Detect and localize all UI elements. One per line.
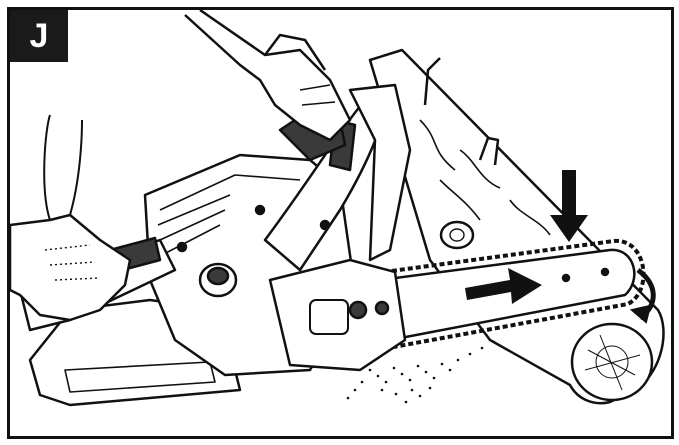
- down-arrow-icon: [550, 170, 588, 242]
- gloved-hand-icon: [10, 10, 352, 322]
- chainsaw-cutting-illustration: [10, 10, 665, 407]
- sawdust-spray: [346, 340, 496, 404]
- chainsaw-bar: [378, 238, 646, 350]
- figure-label: J: [29, 17, 49, 55]
- illustration-frame: J: [7, 7, 674, 439]
- figure-label-badge: J: [10, 10, 68, 62]
- curved-arrow-icon: [629, 268, 656, 324]
- right-arrow-icon: [465, 268, 542, 304]
- log-illustration: [368, 48, 665, 405]
